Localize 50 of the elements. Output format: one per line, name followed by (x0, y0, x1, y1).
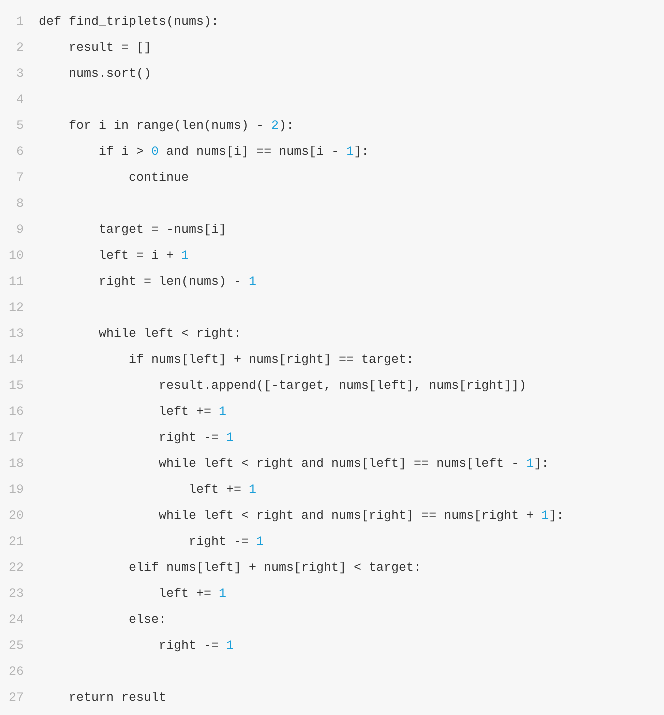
line-number: 14 (8, 352, 24, 368)
code-line: while left < right and nums[right] == nums[right + 1]: (158, 508, 564, 524)
line-number: 8 (15, 196, 24, 212)
code-line: target = -nums[i] (98, 222, 227, 238)
line-number: 12 (8, 300, 24, 316)
line-number: 27 (8, 690, 24, 706)
line-number: 20 (8, 508, 24, 524)
code-line: elif nums[left] + nums[right] < target: (128, 560, 422, 576)
code-line: right -= 1 (158, 638, 234, 654)
code-line: if nums[left] + nums[right] == target: (128, 352, 414, 368)
code-line: right -= 1 (158, 430, 234, 446)
line-number: 2 (15, 40, 24, 56)
line-number: 16 (8, 404, 24, 420)
code-line: left += 1 (158, 586, 227, 602)
line-number: 10 (8, 248, 24, 264)
code-line: def find_triplets(nums): (39, 14, 220, 30)
line-number: 1 (15, 14, 24, 30)
line-number: 5 (15, 118, 24, 134)
code-line: left = i + 1 (98, 248, 190, 264)
code-line: result.append([-target, nums[left], nums[right]]) (158, 378, 527, 394)
code-line: else: (128, 612, 167, 628)
line-number: 22 (8, 560, 24, 576)
line-number: 18 (8, 456, 24, 472)
line-number: 11 (8, 274, 24, 290)
code-line: left += 1 (158, 404, 227, 420)
code-line: result = [] (68, 40, 152, 56)
line-number: 6 (15, 144, 24, 160)
code-line: left += 1 (188, 482, 257, 498)
code-line: for i in range(len(nums) - 2): (68, 118, 294, 134)
line-number: 24 (8, 612, 24, 628)
line-number: 23 (8, 586, 24, 602)
line-number: 4 (15, 92, 24, 108)
line-number: 26 (8, 664, 24, 680)
line-number: 21 (8, 534, 24, 550)
line-number: 15 (8, 378, 24, 394)
code-line: while left < right: (98, 326, 242, 342)
code-line: if i > 0 and nums[i] == nums[i - 1]: (98, 144, 370, 160)
code-line: right = len(nums) - 1 (98, 274, 257, 290)
code-line: nums.sort() (68, 66, 152, 82)
line-number: 17 (8, 430, 24, 446)
line-number: 3 (15, 66, 24, 82)
line-number: 19 (8, 482, 24, 498)
line-number: 13 (8, 326, 24, 342)
code-line: while left < right and nums[left] == nums[left - 1]: (158, 456, 550, 472)
code-line: return result (68, 690, 167, 706)
code-line: right -= 1 (188, 534, 264, 550)
line-number: 9 (15, 222, 24, 238)
line-number: 25 (8, 638, 24, 654)
line-number: 7 (15, 170, 24, 186)
code-line: continue (128, 170, 190, 186)
